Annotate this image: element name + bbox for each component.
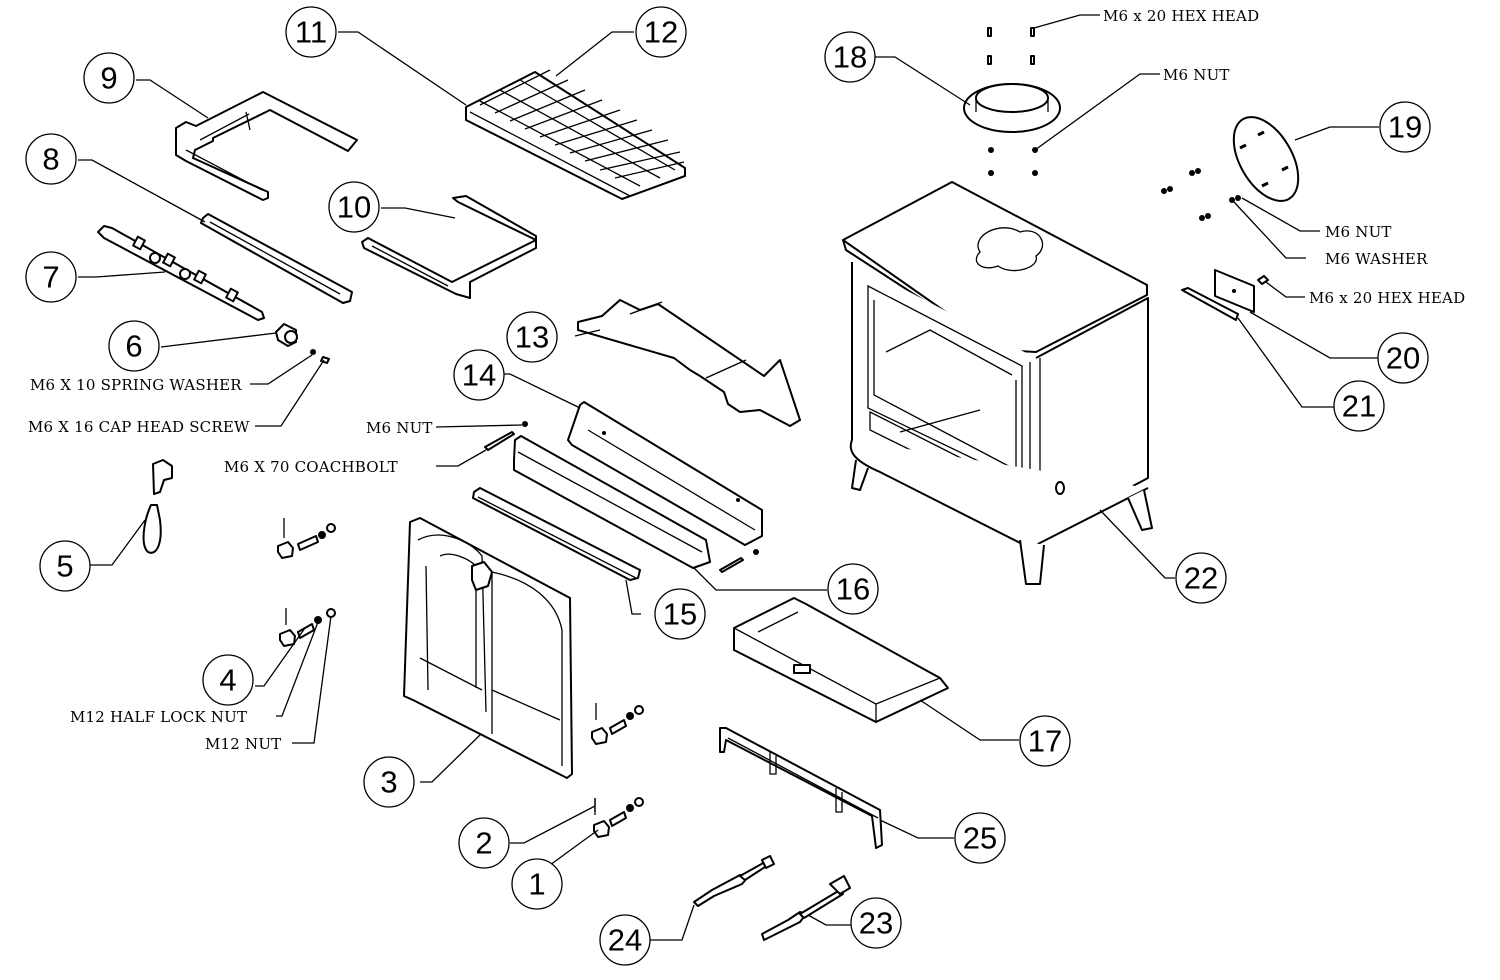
part-7-riddling-bar bbox=[97, 225, 265, 321]
flue-fixings bbox=[987, 27, 1038, 176]
svg-text:18: 18 bbox=[833, 40, 867, 75]
callout-12: 12 bbox=[635, 6, 687, 58]
spring-washer-part bbox=[310, 349, 316, 355]
part-13-throat-plate bbox=[577, 299, 801, 427]
label-rear-washer: M6 WASHER bbox=[1325, 250, 1428, 268]
label-cap-head-screw: M6 X 16 CAP HEAD SCREW bbox=[28, 418, 250, 436]
svg-text:10: 10 bbox=[337, 190, 371, 225]
rear-fixings bbox=[1161, 168, 1241, 221]
coachbolt-part bbox=[484, 431, 515, 451]
svg-text:23: 23 bbox=[859, 906, 893, 941]
callout-17: 17 bbox=[1019, 715, 1071, 767]
callout-14: 14 bbox=[453, 349, 505, 401]
hinge-hardware-lower bbox=[279, 608, 336, 647]
svg-text:7: 7 bbox=[42, 260, 59, 295]
part-15-airwash-bar bbox=[472, 487, 641, 581]
svg-text:3: 3 bbox=[380, 765, 397, 800]
callout-20: 20 bbox=[1377, 332, 1429, 384]
part-18-flue-collar bbox=[963, 83, 1061, 133]
svg-text:19: 19 bbox=[1388, 110, 1422, 145]
part-8-rod bbox=[200, 213, 353, 304]
leader-lines bbox=[78, 14, 1379, 941]
svg-text:4: 4 bbox=[219, 663, 236, 698]
part-24-tool bbox=[693, 855, 775, 907]
part-23-tool bbox=[761, 875, 851, 941]
callout-6: 6 bbox=[108, 320, 160, 372]
callout-19: 19 bbox=[1379, 101, 1431, 153]
baffle-nut-part bbox=[522, 421, 528, 427]
label-side-hex-head: M6 x 20 HEX HEAD bbox=[1309, 289, 1465, 307]
callout-9: 9 bbox=[83, 52, 135, 104]
svg-text:2: 2 bbox=[475, 826, 492, 861]
svg-text:15: 15 bbox=[663, 597, 697, 632]
callout-5: 5 bbox=[39, 540, 91, 592]
part-5-door-handle bbox=[142, 459, 173, 554]
callout-3: 3 bbox=[363, 756, 415, 808]
label-half-lock-nut: M12 HALF LOCK NUT bbox=[70, 708, 247, 726]
label-coachbolt: M6 X 70 COACHBOLT bbox=[224, 458, 398, 476]
svg-text:24: 24 bbox=[608, 923, 642, 958]
part-19-blanking-plate bbox=[1232, 116, 1300, 202]
part-3-door-assembly bbox=[403, 517, 573, 779]
svg-text:25: 25 bbox=[963, 821, 997, 856]
callout-2: 2 bbox=[458, 817, 510, 869]
svg-text:14: 14 bbox=[462, 358, 496, 393]
callout-7: 7 bbox=[25, 251, 77, 303]
svg-text:9: 9 bbox=[100, 61, 117, 96]
part-11-12-grate bbox=[465, 69, 686, 200]
callout-10: 10 bbox=[328, 181, 380, 233]
svg-text:17: 17 bbox=[1028, 724, 1062, 759]
label-m12-nut: M12 NUT bbox=[205, 735, 281, 753]
rear-coachbolt bbox=[719, 557, 744, 573]
svg-text:20: 20 bbox=[1386, 341, 1420, 376]
callout-13: 13 bbox=[506, 311, 558, 363]
callout-24: 24 bbox=[599, 914, 651, 966]
part-10-grate-carrier bbox=[361, 195, 537, 299]
svg-text:8: 8 bbox=[42, 142, 59, 177]
label-rear-nut: M6 NUT bbox=[1325, 223, 1392, 241]
svg-text:13: 13 bbox=[515, 320, 549, 355]
callout-1: 1 bbox=[511, 858, 563, 910]
hinge-hardware-upper bbox=[277, 518, 336, 559]
hinge-hardware-right bbox=[591, 703, 644, 745]
callout-16: 16 bbox=[827, 563, 879, 615]
part-20-bracket bbox=[1214, 269, 1269, 313]
label-spring-washer: M6 X 10 SPRING WASHER bbox=[30, 376, 242, 394]
callout-22: 22 bbox=[1175, 552, 1227, 604]
callout-23: 23 bbox=[850, 897, 902, 949]
part-22-stove-body bbox=[842, 181, 1153, 585]
callout-8: 8 bbox=[25, 133, 77, 185]
svg-text:12: 12 bbox=[644, 15, 678, 50]
hinge-hardware-bottom bbox=[593, 797, 644, 838]
label-flue-hex-head: M6 x 20 HEX HEAD bbox=[1103, 7, 1259, 25]
svg-text:6: 6 bbox=[125, 329, 142, 364]
svg-text:1: 1 bbox=[528, 867, 545, 902]
part-17-ash-pan bbox=[733, 597, 949, 723]
svg-text:22: 22 bbox=[1184, 561, 1218, 596]
callout-4: 4 bbox=[202, 654, 254, 706]
part-21-strip bbox=[1181, 287, 1239, 321]
callout-11: 11 bbox=[285, 6, 337, 58]
callout-21: 21 bbox=[1333, 380, 1385, 432]
label-baffle-nut: M6 NUT bbox=[366, 419, 433, 437]
callout-15: 15 bbox=[654, 588, 706, 640]
rear-coachbolt-nut bbox=[753, 549, 759, 555]
svg-text:11: 11 bbox=[295, 15, 327, 50]
part-16-air-bar bbox=[513, 435, 711, 569]
part-14-baffle bbox=[567, 401, 763, 546]
callout-25: 25 bbox=[954, 812, 1006, 864]
svg-text:21: 21 bbox=[1342, 389, 1376, 424]
part-9-grate-frame bbox=[175, 91, 358, 201]
svg-text:16: 16 bbox=[836, 572, 870, 607]
callout-18: 18 bbox=[824, 31, 876, 83]
part-25-ash-lip bbox=[719, 727, 883, 849]
part-6-knob bbox=[275, 323, 298, 347]
svg-text:5: 5 bbox=[56, 549, 73, 584]
label-flue-nut: M6 NUT bbox=[1163, 66, 1230, 84]
